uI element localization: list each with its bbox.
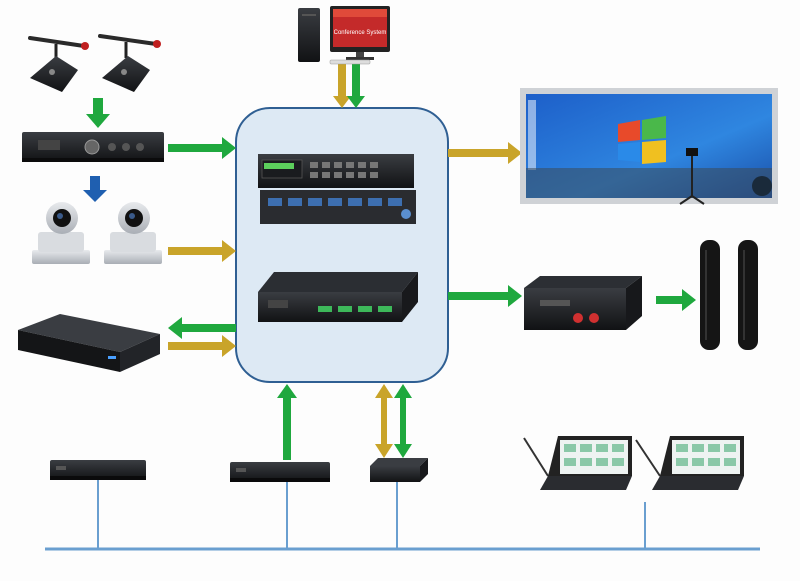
arrow-camera-to-hub	[168, 240, 236, 262]
arrow-box-hub-green	[394, 384, 412, 458]
arrow-terminal-to-hub	[168, 335, 236, 357]
computer-screen-text: Conference System	[334, 30, 387, 36]
arrow-computer-yellow	[333, 64, 351, 108]
small-control-box	[370, 458, 428, 482]
touch-panel-microphone-1	[523, 436, 632, 490]
audio-processor	[258, 272, 418, 322]
desktop-computer: Conference System	[298, 6, 390, 65]
conference-microphone-2	[98, 34, 161, 92]
arrow-host-to-hub	[168, 137, 236, 159]
rack-unit-1	[50, 460, 146, 480]
touch-panel-microphone-2	[635, 436, 744, 490]
projection-screen	[520, 88, 778, 205]
arrow-hub-to-screen	[448, 142, 522, 164]
ptz-camera-2	[104, 202, 162, 264]
column-speaker-right	[738, 240, 758, 350]
arrow-rack-to-hub	[277, 384, 297, 460]
arrow-box-hub-yellow	[375, 384, 393, 458]
arrow-amplifier-to-speakers	[656, 289, 696, 311]
power-amplifier	[524, 276, 642, 330]
windows-logo-icon	[618, 116, 666, 164]
arrow-hub-to-terminal	[168, 317, 236, 339]
arrow-computer-green	[347, 64, 365, 108]
matrix-switcher	[258, 154, 416, 224]
video-conference-terminal	[18, 314, 160, 372]
arrow-hub-to-amplifier	[448, 285, 522, 307]
column-speaker-left	[700, 240, 720, 350]
central-hub	[235, 107, 449, 383]
ptz-camera-1	[32, 202, 90, 264]
conference-microphone-1	[28, 36, 89, 92]
conference-host-controller	[22, 132, 164, 162]
rack-unit-2	[230, 462, 330, 482]
arrow-host-to-camera	[83, 176, 107, 202]
arrow-mic-to-host	[86, 98, 110, 128]
